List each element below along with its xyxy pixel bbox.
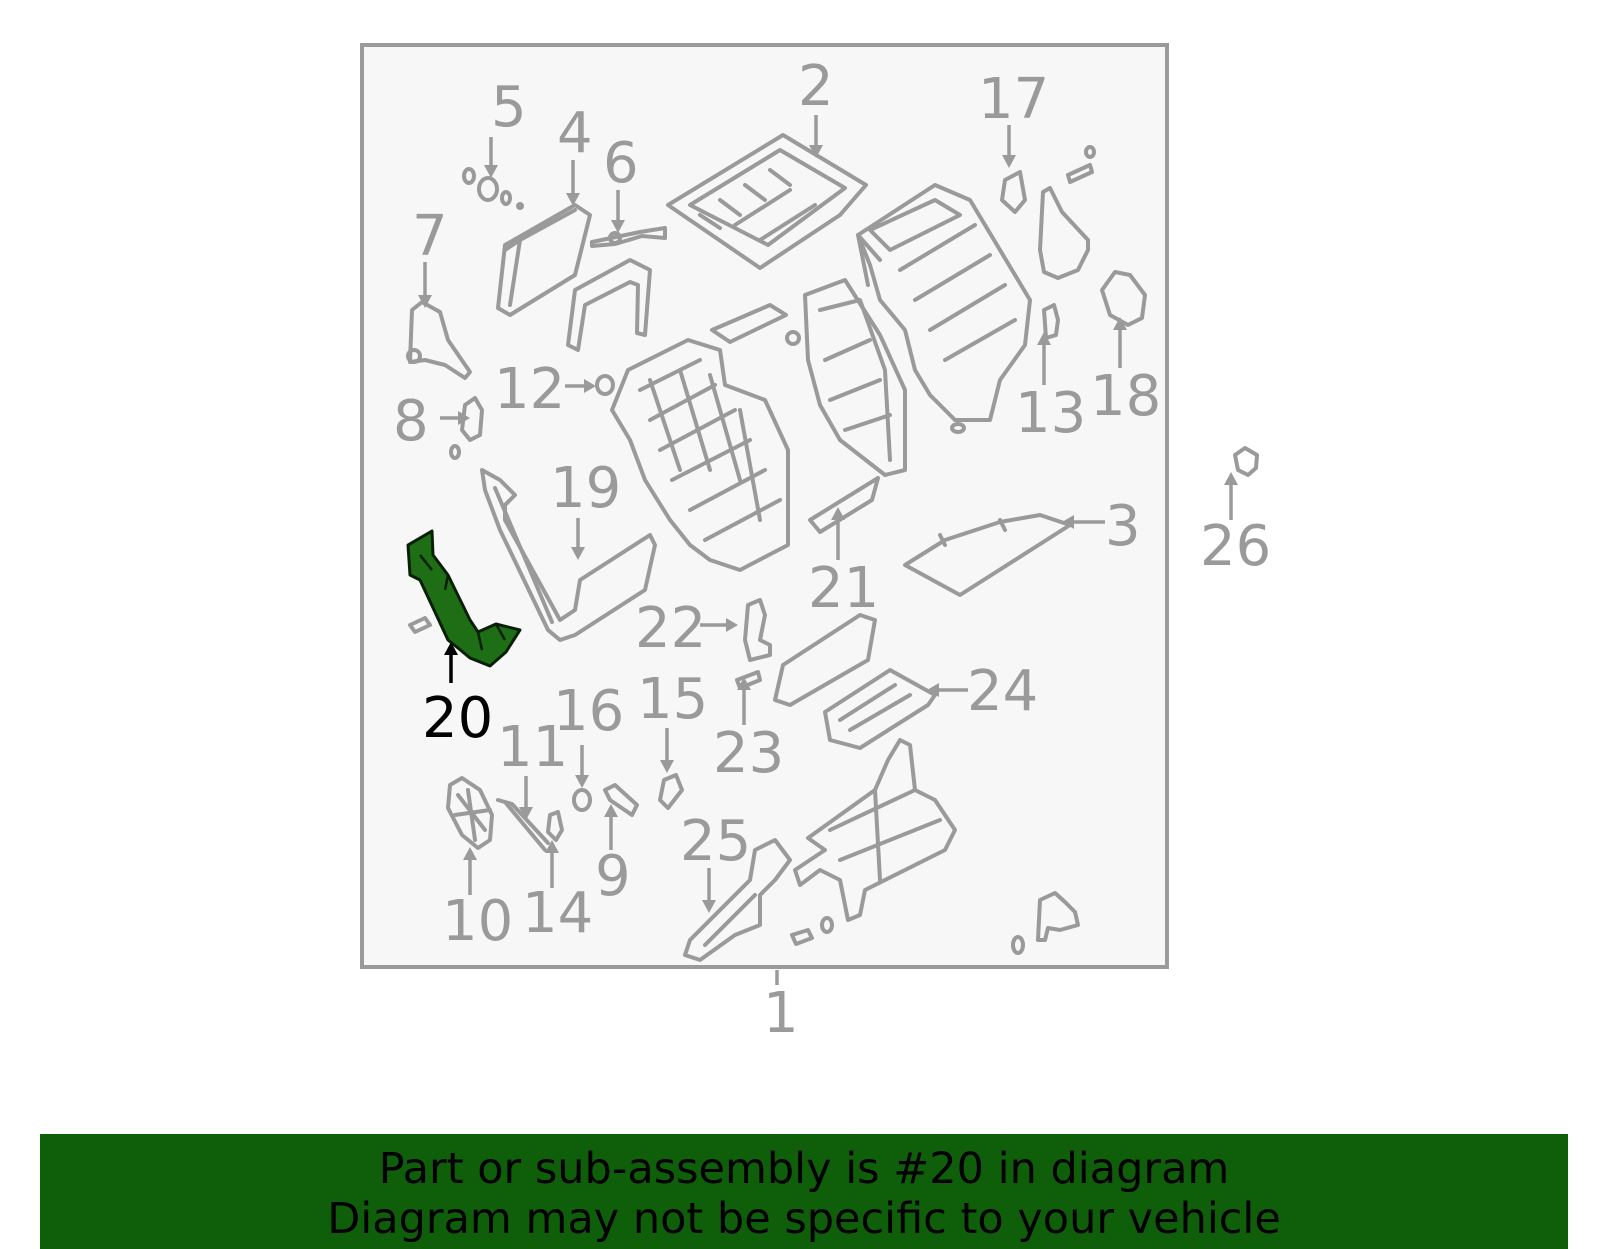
callout-26: 26 <box>1200 514 1271 579</box>
callout-17: 17 <box>978 67 1049 132</box>
callout-16: 16 <box>553 679 624 744</box>
callout-19: 19 <box>550 456 621 521</box>
callout-1: 1 <box>763 981 799 1046</box>
callout-15: 15 <box>637 667 708 732</box>
callout-12: 12 <box>494 357 565 422</box>
banner-line-disclaimer: Diagram may not be specific to your vehi… <box>327 1194 1281 1244</box>
part-outlines <box>406 133 1259 962</box>
info-banner: Part or sub-assembly is #20 in diagram D… <box>40 1134 1568 1249</box>
callout-21: 21 <box>808 556 879 621</box>
callout-23: 23 <box>713 721 784 786</box>
callout-5: 5 <box>491 75 527 140</box>
callout-numbers: 1 2 3 4 5 6 7 8 9 10 11 12 13 14 15 16 1… <box>393 54 1271 1046</box>
callout-18: 18 <box>1090 364 1161 429</box>
callout-22: 22 <box>635 596 706 661</box>
callout-11: 11 <box>497 715 568 780</box>
callout-24: 24 <box>967 659 1038 724</box>
callout-9: 9 <box>595 844 631 909</box>
callout-6: 6 <box>603 131 639 196</box>
callout-13: 13 <box>1015 381 1086 446</box>
callout-2: 2 <box>798 54 834 119</box>
callout-4: 4 <box>557 101 593 166</box>
leader-lines <box>418 115 1238 985</box>
callout-25: 25 <box>680 809 751 874</box>
callout-8: 8 <box>393 389 429 454</box>
part-20-highlight[interactable] <box>406 529 522 668</box>
callout-20[interactable]: 20 <box>422 686 493 751</box>
banner-line-part: Part or sub-assembly is #20 in diagram <box>378 1144 1230 1194</box>
callout-14: 14 <box>522 881 593 946</box>
callout-7: 7 <box>412 204 448 269</box>
callout-10: 10 <box>442 889 513 954</box>
callout-3: 3 <box>1105 494 1141 559</box>
part-20-detail <box>419 554 507 651</box>
